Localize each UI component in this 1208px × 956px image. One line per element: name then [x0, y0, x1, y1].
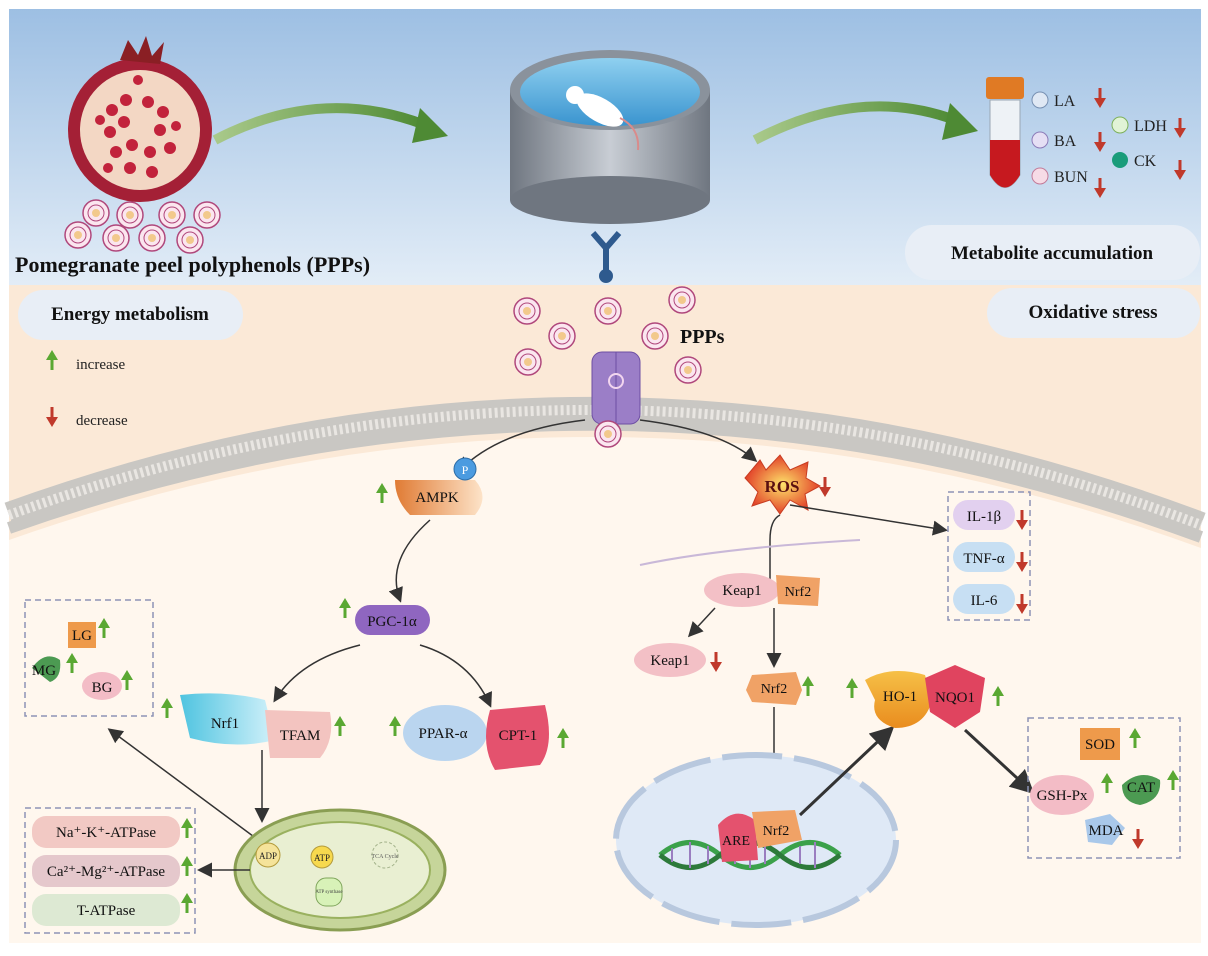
atpase-t-label: T-ATPase — [77, 903, 136, 919]
svg-text:Keap1: Keap1 — [650, 653, 689, 669]
keap1-complex-label: Keap1 — [722, 583, 761, 599]
membrane-channel — [591, 351, 641, 425]
svg-text:Nrf2: Nrf2 — [761, 682, 787, 697]
svg-text:PGC-1α: PGC-1α — [367, 614, 417, 630]
ppps-label: PPPs — [680, 326, 725, 348]
arrow-nqo1-antioxidants — [963, 728, 1035, 795]
metabolite-ba: BA — [1054, 133, 1077, 150]
glycogen-box: LG MG BG — [24, 599, 154, 717]
il6-label: IL-6 — [971, 593, 998, 609]
metabolite-list: LA BA BUN LDH CK — [1031, 86, 1188, 200]
svg-text:ROS: ROS — [765, 477, 800, 496]
mda-label: MDA — [1088, 823, 1123, 839]
metabolite-ldh: LDH — [1134, 118, 1167, 135]
svg-text:Nrf1: Nrf1 — [211, 716, 239, 732]
pgc1a-node: PGC-1α — [337, 596, 430, 635]
arrow-channel-ros — [639, 419, 758, 462]
svg-text:PPAR-α: PPAR-α — [419, 726, 468, 742]
sample-tube-image — [986, 77, 1024, 188]
metabolite-la: LA — [1054, 93, 1076, 110]
line-ros-keap — [769, 514, 781, 580]
lg-label: LG — [72, 628, 92, 644]
ampk-node: AMPK P — [374, 457, 483, 515]
cytokine-box: IL-1β TNF-α IL-6 — [947, 491, 1031, 621]
receptor-icon — [590, 231, 622, 283]
ppps-title: Pomegranate peel polyphenols (PPPs) — [15, 252, 370, 277]
arrow-ampk-pgc — [388, 519, 431, 603]
atp-label: ATP — [314, 853, 330, 863]
arrow-pgc-nrf1 — [273, 644, 361, 703]
tca-label: TCA Cycle — [371, 854, 399, 860]
svg-text:CPT-1: CPT-1 — [499, 728, 538, 744]
svg-text:Energy metabolism: Energy metabolism — [51, 304, 209, 325]
oxidative-stress-label: Oxidative stress — [987, 288, 1200, 338]
atp-synthase-label: ATP synthase — [315, 890, 343, 895]
bg-label: BG — [92, 680, 113, 696]
nrf2-complex-label: Nrf2 — [785, 585, 811, 600]
atpase-box: Na⁺-K⁺-ATPase Ca²⁺-Mg²⁺-ATPase T-ATPase — [24, 807, 196, 934]
svg-text:TFAM: TFAM — [280, 728, 321, 744]
mitochondrion: ADP ATP TCA Cycle ATP synthase — [233, 808, 447, 932]
nqo1-node: NQO1 — [925, 665, 1006, 728]
tnfa-label: TNF-α — [963, 551, 1004, 567]
cpt1-node: CPT-1 — [486, 705, 571, 770]
legend-increase: increase — [76, 357, 125, 373]
svg-text:Oxidative stress: Oxidative stress — [1029, 302, 1158, 323]
arrow-mito-glycogen — [107, 728, 266, 846]
are-label: ARE — [722, 834, 750, 849]
il1b-label: IL-1β — [967, 509, 1001, 525]
ho1-node: HO-1 — [844, 671, 932, 728]
atpase-ca-label: Ca²⁺-Mg²⁺-ATPase — [47, 864, 165, 880]
nrf2-nuclear-label: Nrf2 — [763, 824, 789, 839]
nucleus: ARE Nrf2 — [613, 752, 899, 928]
sod-label: SOD — [1085, 737, 1115, 753]
nrf2-node: Nrf2 — [746, 672, 816, 705]
tfam-node: TFAM — [265, 710, 348, 758]
swimming-tank-image — [510, 50, 710, 224]
keap1-node: Keap1 — [634, 643, 724, 677]
energy-metabolism-label: Energy metabolism — [18, 290, 243, 340]
flow-arrow-right — [752, 101, 978, 145]
svg-text:AMPK: AMPK — [415, 490, 459, 506]
gshpx-label: GSH-Px — [1037, 788, 1088, 804]
antioxidant-box: SOD GSH-Px CAT MDA — [1027, 717, 1181, 859]
legend-decrease: decrease — [76, 413, 128, 429]
pomegranate-image — [68, 36, 212, 202]
svg-text:Metabolite accumulation: Metabolite accumulation — [951, 243, 1154, 264]
flow-arrow-left — [212, 103, 448, 145]
metabolite-bun: BUN — [1054, 169, 1088, 186]
phospho-label: P — [462, 463, 469, 477]
mg-label: MG — [32, 663, 56, 679]
metabolite-accumulation-label: Metabolite accumulation — [905, 225, 1200, 280]
keap1-nrf2-complex: Keap1 Nrf2 — [704, 573, 820, 607]
metabolite-ck: CK — [1134, 153, 1157, 170]
cat-label: CAT — [1127, 780, 1155, 796]
ppar-node: PPAR-α — [387, 705, 487, 761]
adp-label: ADP — [259, 851, 277, 861]
svg-text:NQO1: NQO1 — [935, 690, 975, 706]
nrf1-node: Nrf1 — [159, 693, 275, 745]
arrow-nucleus-ho1 — [798, 725, 895, 817]
ros-node: ROS — [744, 454, 833, 515]
arrow-ros-cytokines — [789, 504, 948, 536]
atpase-na-label: Na⁺-K⁺-ATPase — [56, 825, 156, 841]
arrow-keap-free — [687, 607, 716, 638]
legend: increase decrease — [44, 348, 128, 429]
svg-text:HO-1: HO-1 — [883, 689, 917, 705]
arrow-pgc-cpt — [419, 644, 492, 708]
